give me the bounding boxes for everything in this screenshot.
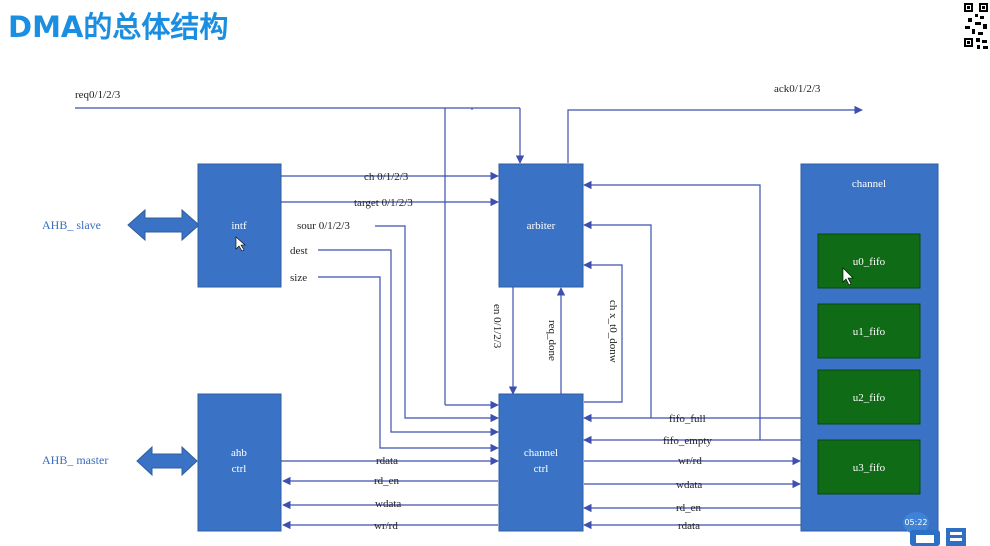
ahb-wdata-label: wdata (375, 498, 401, 510)
channel-ctrl-label-1: channel (524, 447, 558, 459)
u3-fifo-block (817, 439, 921, 495)
size-wire (318, 276, 499, 453)
ahb-master-double-arrow-icon (136, 445, 198, 477)
ahb-rd-en-label: rd_en (374, 475, 400, 487)
ack-wire (567, 105, 863, 163)
sour-label: sour 0/1/2/3 (297, 220, 350, 232)
ch-label: ch 0/1/2/3 (364, 171, 409, 183)
en-label: en 0/1/2/3 (491, 304, 503, 349)
channel-ctrl-label-2: ctrl (534, 463, 549, 475)
ahb-ctrl-label-1: ahb (231, 447, 247, 459)
page-title: DMA的总体结构 (8, 10, 229, 44)
ahb-ctrl-block (197, 393, 282, 532)
ch-done-label: ch x_t0_donw (607, 300, 619, 363)
fifo-full-label: fifo_full (669, 413, 706, 425)
u0-fifo-block (817, 233, 921, 289)
channel-block (800, 163, 939, 532)
channel-to-arbiter-wire (583, 180, 761, 440)
ahb-rdata-label: rdata (376, 455, 398, 467)
intf-label: intf (231, 220, 247, 232)
size-label: size (290, 272, 307, 284)
rdata-in-label: rdata (678, 520, 700, 532)
channel-ctrl-block (498, 393, 584, 532)
arbiter-block (498, 163, 584, 288)
ahb-master-label: AHB_ master (42, 453, 108, 467)
fifo-label: u1_fifo (853, 326, 886, 338)
ahb-wr-rd-label: wr/rd (374, 520, 398, 532)
fifo-label: u2_fifo (853, 392, 886, 404)
ahb-ctrl-label-2: ctrl (232, 463, 247, 475)
ahb-slave-double-arrow-icon (127, 208, 200, 242)
channel-label: channel (852, 178, 886, 190)
ahb-slave-label: AHB_ slave (42, 218, 101, 232)
target-label: target 0/1/2/3 (354, 197, 413, 209)
qr-code-icon (962, 0, 990, 52)
intf-block (197, 163, 282, 288)
req-done-label: req_done (546, 320, 558, 361)
brand-logo-icon (910, 528, 966, 546)
sour-wire (375, 225, 499, 423)
rd-en-in-label: rd_en (676, 502, 702, 514)
arbiter-label: arbiter (527, 220, 556, 232)
fifo-label: u3_fifo (853, 462, 886, 474)
dest-wire (318, 249, 499, 437)
video-timer-badge: 05:22 (903, 512, 929, 534)
u1-fifo-block (817, 303, 921, 359)
wdata-out-label: wdata (676, 479, 702, 491)
ch-done-wire (583, 260, 623, 403)
cursor-icon (235, 236, 246, 252)
dest-label: dest (290, 245, 308, 257)
cursor-icon (842, 267, 854, 286)
fifo-empty-label: fifo_empty (663, 435, 712, 447)
wr-rd-out-label: wr/rd (678, 455, 702, 467)
u2-fifo-block (817, 369, 921, 425)
req-label: req0/1/2/3 (75, 89, 121, 101)
ack-label: ack0/1/2/3 (774, 83, 821, 95)
fifo-label: u0_fifo (853, 256, 886, 268)
